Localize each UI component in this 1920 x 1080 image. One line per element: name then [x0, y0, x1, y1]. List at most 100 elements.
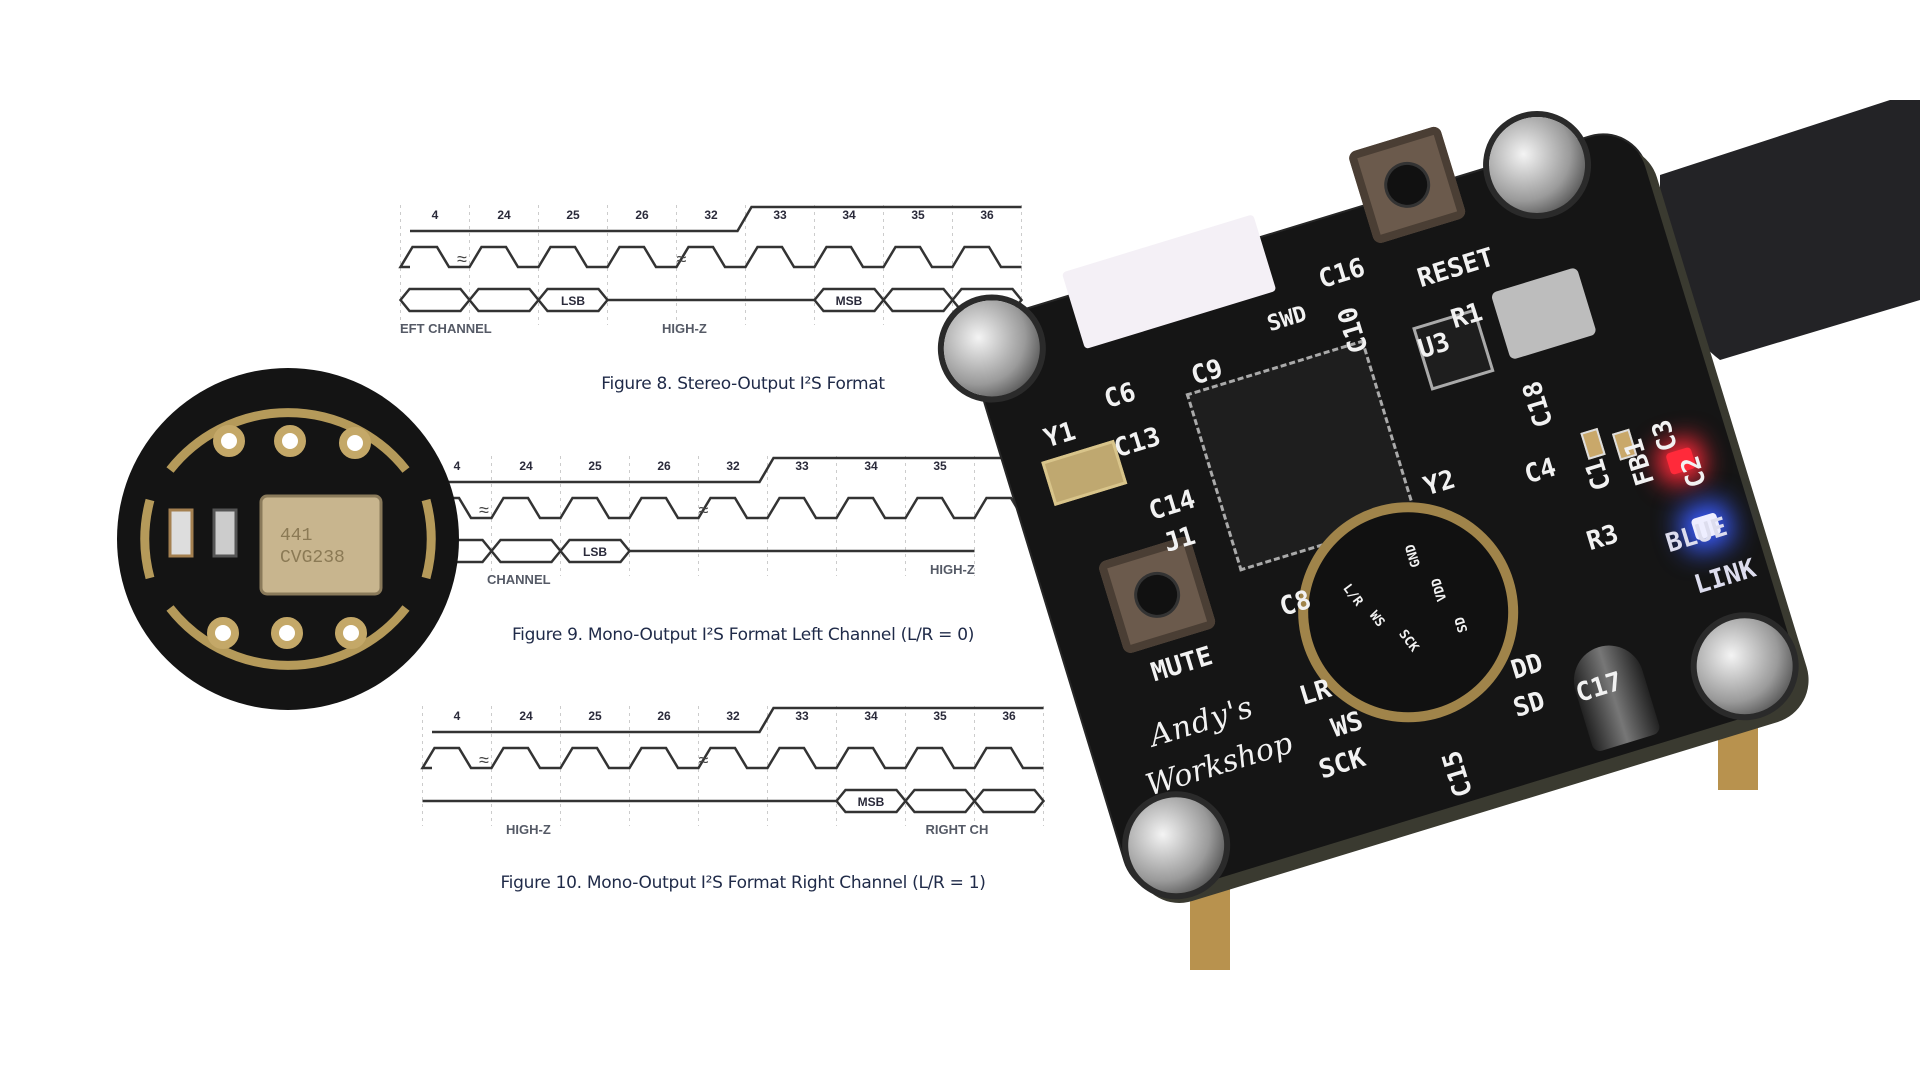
clock-cycle-label: 33	[773, 208, 787, 222]
clock-cycle-label: 33	[795, 709, 809, 723]
clock-cycle-label: 34	[864, 709, 878, 723]
gold-ring-arc	[421, 498, 436, 580]
channel-label: RIGHT CH	[926, 822, 989, 837]
sd-data-bit	[972, 788, 1046, 814]
silk-ws: WS	[1327, 706, 1367, 744]
sck-signal-trace	[420, 496, 1044, 520]
silk-c13: C13	[1110, 421, 1165, 465]
i2s-microphone-board: 441 CVG238	[117, 368, 459, 710]
clock-cycle-label: 26	[657, 709, 671, 723]
clock-cycle-label: 32	[726, 459, 740, 473]
break-mark: ≈	[479, 750, 489, 770]
high-z-label: HIGH-Z	[506, 822, 551, 837]
pin-label: WS	[1365, 608, 1388, 631]
clock-cycle-label: 35	[911, 208, 925, 222]
sck-signal-trace	[420, 746, 1044, 770]
silk-c6: C6	[1100, 377, 1140, 415]
sd-data-bit	[881, 287, 955, 313]
bit-label: MSB	[858, 795, 885, 809]
sck-signal-trace	[398, 245, 1022, 269]
usb-cable-plug	[1660, 100, 1920, 360]
reset-button[interactable]	[1347, 124, 1468, 245]
clock-cycle-label: 34	[864, 459, 878, 473]
silk-mute: MUTE	[1147, 641, 1217, 689]
pin-label: L/R	[1339, 581, 1366, 610]
clock-cycle-label: 25	[566, 208, 580, 222]
break-mark: ≈	[677, 249, 687, 269]
break-mark: ≈	[479, 500, 489, 520]
brass-standoff	[1718, 720, 1758, 790]
sd-data-bit	[398, 287, 472, 313]
high-z-label: HIGH-Z	[930, 562, 975, 577]
clock-cycle-label: 35	[933, 709, 947, 723]
pin-label: SCK	[1395, 627, 1422, 655]
channel-label: EFT CHANNEL	[400, 321, 492, 336]
clock-cycle-label: 36	[1002, 709, 1016, 723]
bit-label: MSB	[836, 294, 863, 308]
clock-cycle-label: 4	[454, 459, 461, 473]
chip-marking: 441	[280, 526, 312, 546]
clock-cycle-label: 32	[726, 709, 740, 723]
figure-10-caption: Figure 10. Mono-Output I²S Format Right …	[500, 873, 986, 893]
silk-lr: LR	[1296, 673, 1335, 712]
silk-y2: Y2	[1420, 464, 1459, 503]
ws-signal-trace	[432, 456, 1044, 484]
pin-label: VDD	[1429, 576, 1451, 603]
capacitor	[1580, 427, 1606, 460]
figure-8-caption: Figure 8. Stereo-Output I²S Format	[601, 374, 885, 394]
mems-microphone-chip	[259, 494, 383, 596]
silk-blue: BLUE	[1662, 512, 1732, 560]
channel-label: CHANNEL	[487, 572, 551, 587]
clock-cycle-label: 34	[842, 208, 856, 222]
chip-marking: CVG238	[280, 548, 345, 568]
silk-c4: C4	[1521, 452, 1560, 491]
screw	[1477, 105, 1597, 225]
mic-pin-holes	[207, 425, 371, 649]
ws-signal-trace	[410, 205, 1022, 233]
clock-cycle-label: 24	[497, 208, 511, 222]
gold-ring-arc	[166, 605, 410, 670]
high-z-label: HIGH-Z	[662, 321, 707, 336]
screw	[1684, 606, 1805, 727]
clock-cycle-label: 26	[657, 459, 671, 473]
silk-c14: C14	[1145, 484, 1200, 527]
silk-c16: C16	[1314, 252, 1369, 296]
break-mark: ≈	[699, 500, 709, 520]
gold-ring-arc	[140, 498, 155, 580]
break-mark: ≈	[457, 249, 467, 269]
clock-cycle-label: 24	[519, 459, 533, 473]
mini-usb-port[interactable]	[1490, 266, 1598, 361]
silk-swd: SWD	[1264, 301, 1310, 338]
mute-button[interactable]	[1097, 534, 1218, 655]
silk-link: LINK	[1690, 553, 1760, 601]
silk-c1: C1	[1579, 455, 1618, 494]
break-mark: ≈	[699, 750, 709, 770]
silk-sck: SCK	[1315, 742, 1370, 786]
pin-label: GND	[1403, 542, 1425, 570]
clock-cycle-label: 4	[454, 709, 461, 723]
figure-9-caption: Figure 9. Mono-Output I²S Format Left Ch…	[511, 625, 975, 645]
gold-ring-arc	[166, 408, 410, 473]
clock-cycle-label: 32	[704, 208, 718, 222]
resistor	[212, 508, 238, 558]
sd-data-bit	[489, 538, 563, 564]
clock-cycle-label: 24	[519, 709, 533, 723]
clock-cycle-label: 26	[635, 208, 649, 222]
clock-cycle-label: 25	[588, 709, 602, 723]
bit-label: LSB	[561, 294, 585, 308]
silk-c2: C2	[1675, 452, 1714, 491]
clock-cycle-label: 25	[588, 459, 602, 473]
bit-label: LSB	[583, 545, 607, 559]
capacitor	[168, 508, 194, 558]
silk-r3: R3	[1583, 519, 1623, 558]
silk-c15: C15	[1436, 746, 1480, 801]
silk-sd: SD	[1509, 685, 1549, 724]
clock-cycle-label: 4	[432, 208, 439, 222]
brass-standoff	[1190, 880, 1230, 970]
pin-label: SD	[1452, 614, 1472, 635]
screw	[1116, 785, 1237, 906]
sd-data-bit	[903, 788, 977, 814]
silk-c18: C18	[1517, 377, 1560, 431]
